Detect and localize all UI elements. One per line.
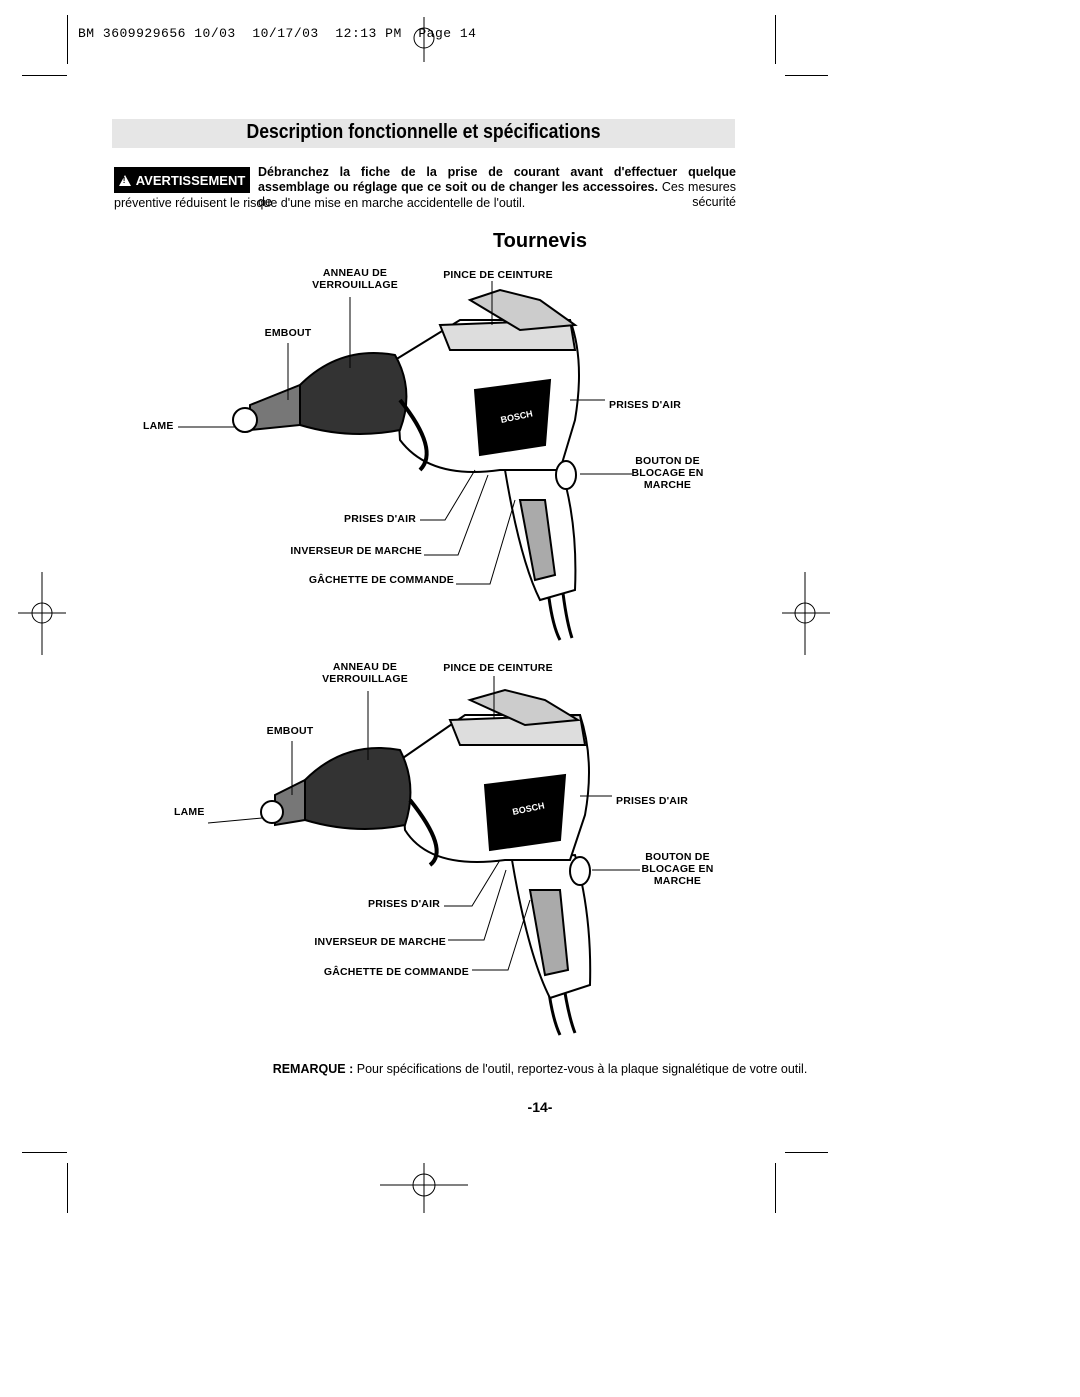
label-bouton-2: BOUTON DE BLOCAGE EN MARCHE xyxy=(641,851,714,887)
warning-text: Débranchez la fiche de la prise de coura… xyxy=(258,165,736,210)
section-title: Tournevis xyxy=(492,230,588,252)
printer-slug: BM 3609929656 10/03 10/17/03 12:13 PM Pa… xyxy=(78,26,477,41)
label-anneau-1: ANNEAU DE VERROUILLAGE xyxy=(312,267,398,291)
page-title: Description fonctionnelle et spécificati… xyxy=(246,121,601,143)
label-pince-1: PINCE DE CEINTURE xyxy=(443,269,553,281)
label-lame-1: LAME xyxy=(143,420,174,432)
label-prises-air-right-1: PRISES D'AIR xyxy=(609,399,681,411)
label-prises-air-left-2: PRISES D'AIR xyxy=(368,898,440,910)
warning-rest-text: Ces mesures de sécurité xyxy=(258,180,736,209)
warning-triangle-icon xyxy=(118,174,131,186)
warning-badge-label: AVERTISSEMENT xyxy=(135,172,246,188)
label-prises-air-left-1: PRISES D'AIR xyxy=(344,513,416,525)
page-number: -14- xyxy=(527,1099,553,1115)
label-gachette-1: GÂCHETTE DE COMMANDE xyxy=(308,574,454,586)
label-inverseur-1: INVERSEUR DE MARCHE xyxy=(290,545,422,557)
title-bar xyxy=(112,119,735,148)
label-gachette-2: GÂCHETTE DE COMMANDE xyxy=(323,966,469,978)
label-inverseur-2: INVERSEUR DE MARCHE xyxy=(314,936,446,948)
label-lame-2: LAME xyxy=(174,806,205,818)
label-bouton-1: BOUTON DE BLOCAGE EN MARCHE xyxy=(631,455,704,491)
warning-text-line2: préventive réduisent le risque d'une mis… xyxy=(114,196,526,210)
warning-badge: AVERTISSEMENT xyxy=(114,167,250,193)
label-anneau-2: ANNEAU DE VERROUILLAGE xyxy=(322,661,408,685)
label-embout-1: EMBOUT xyxy=(264,327,312,339)
note: REMARQUE : Pour spécifications de l'outi… xyxy=(0,1062,1080,1076)
note-label: REMARQUE : xyxy=(272,1062,354,1076)
label-prises-air-right-2: PRISES D'AIR xyxy=(616,795,688,807)
label-embout-2: EMBOUT xyxy=(266,725,314,737)
note-text: Pour spécifications de l'outil, reportez… xyxy=(356,1062,808,1076)
label-pince-2: PINCE DE CEINTURE xyxy=(443,662,553,674)
warning-bold-text: Débranchez la fiche de la prise de coura… xyxy=(258,165,736,194)
